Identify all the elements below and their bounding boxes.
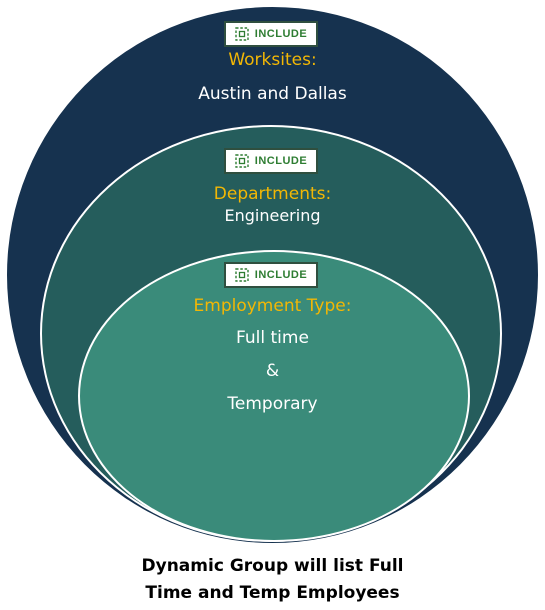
employment-type-include-badge: INCLUDE xyxy=(224,262,318,288)
caption-line-1: Dynamic Group will list Full xyxy=(141,556,404,576)
employment-type-value-fulltime: Full time xyxy=(236,328,309,348)
include-filter-icon xyxy=(235,154,249,168)
worksites-value: Austin and Dallas xyxy=(198,84,347,104)
caption-line-2: Time and Temp Employees xyxy=(145,583,400,603)
badge-label: INCLUDE xyxy=(254,28,308,40)
include-filter-icon xyxy=(235,268,249,282)
worksites-include-badge: INCLUDE xyxy=(224,21,318,47)
departments-include-badge: INCLUDE xyxy=(224,148,318,174)
employment-type-ellipse xyxy=(78,250,470,542)
employment-type-value-ampersand: & xyxy=(265,361,280,381)
departments-label: Departments: xyxy=(213,184,332,204)
departments-value: Engineering xyxy=(224,206,321,225)
badge-label: INCLUDE xyxy=(254,155,308,167)
employment-type-value-temporary: Temporary xyxy=(227,394,318,414)
worksites-label: Worksites: xyxy=(228,50,317,70)
include-filter-icon xyxy=(235,27,249,41)
badge-label: INCLUDE xyxy=(254,269,308,281)
employment-type-label: Employment Type: xyxy=(193,296,352,316)
